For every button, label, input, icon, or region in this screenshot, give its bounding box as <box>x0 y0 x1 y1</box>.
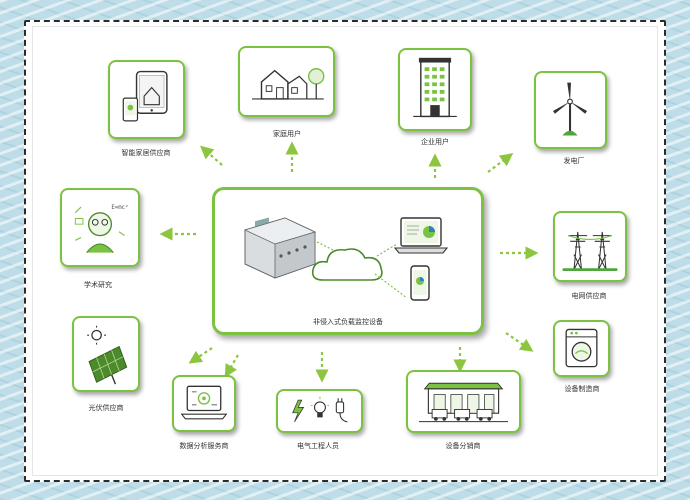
office-building-icon <box>413 57 457 118</box>
label-grid: 电网供应商 <box>571 292 607 300</box>
arrow-data-service <box>224 354 239 378</box>
node-power-plant <box>534 71 607 149</box>
inner-border <box>32 26 658 476</box>
node-enterprise <box>398 48 472 131</box>
label-enterprise: 企业用户 <box>421 138 449 146</box>
node-data-service <box>172 375 236 432</box>
arrow-device-maker <box>505 332 534 352</box>
svg-text:E=mc²: E=mc² <box>111 204 128 211</box>
node-academic: E=mc² <box>60 188 140 267</box>
node-device-maker <box>553 320 610 377</box>
node-distributor <box>406 370 521 433</box>
label-data-service: 数据分析服务商 <box>179 442 229 450</box>
label-power-plant: 发电厂 <box>563 157 585 165</box>
laptop-analytics-icon <box>180 385 228 420</box>
center-label: 非侵入式负载监控设备 <box>313 318 383 326</box>
node-smart-home <box>108 60 185 139</box>
house-icon <box>252 68 325 100</box>
center-illustration <box>243 217 449 301</box>
arrow-power-plant <box>487 153 514 173</box>
node-solar <box>72 316 140 392</box>
washing-machine-icon <box>565 328 598 368</box>
smartphone-icon <box>410 265 430 301</box>
monitor-device-icon <box>243 217 317 279</box>
label-smart-home: 智能家居供应商 <box>121 149 171 157</box>
cloud-icon <box>311 248 383 281</box>
label-electrician: 电气工程人员 <box>297 442 339 450</box>
distribution-center-icon <box>419 382 508 423</box>
wind-turbine-icon <box>553 82 588 136</box>
label-distributor: 设备分销商 <box>445 442 481 450</box>
electric-tools-icon <box>292 396 348 423</box>
label-academic: 学术研究 <box>84 281 112 289</box>
node-grid <box>553 211 627 282</box>
node-electrician <box>276 389 363 433</box>
solar-panel-icon <box>87 325 128 385</box>
laptop-icon <box>393 217 449 254</box>
scientist-icon: E=mc² <box>74 204 129 254</box>
center-monitoring-box: 非侵入式负载监控设备 <box>212 187 484 335</box>
arrow-smart-home <box>200 145 223 166</box>
arrow-solar <box>188 347 213 364</box>
label-solar: 光伏供应商 <box>88 404 124 412</box>
power-tower-icon <box>562 231 618 272</box>
label-household: 家庭用户 <box>273 130 301 138</box>
home-tablet-icon <box>122 70 168 122</box>
label-device-maker: 设备制造商 <box>564 385 600 393</box>
node-household <box>238 46 335 117</box>
